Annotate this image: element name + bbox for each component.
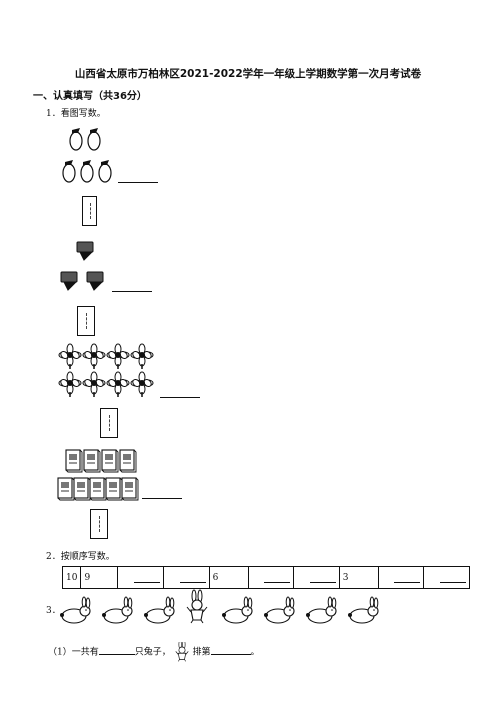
q3-middle: 只兔子， bbox=[134, 647, 171, 658]
answer-box-flowers[interactable] bbox=[100, 408, 118, 438]
seq-cell[interactable] bbox=[247, 566, 295, 589]
rabbit-row bbox=[59, 589, 379, 624]
question-2-label: 2．按顺序写数。 bbox=[46, 552, 115, 562]
seq-blank[interactable] bbox=[134, 572, 161, 583]
q3-rank: 排第 bbox=[192, 647, 211, 658]
question-1-label: 1．看图写数。 bbox=[46, 109, 106, 119]
answer-box-apples[interactable] bbox=[82, 196, 97, 226]
seq-cell: 6 bbox=[208, 566, 249, 589]
seq-blank[interactable] bbox=[394, 572, 421, 583]
answer-blank-rabbit-rank[interactable] bbox=[210, 645, 251, 655]
seq-cell: 10 bbox=[61, 566, 82, 589]
book-group bbox=[57, 449, 139, 501]
seq-cell[interactable] bbox=[423, 566, 470, 589]
seq-cell[interactable] bbox=[117, 566, 165, 589]
answer-blank-rabbit-count[interactable] bbox=[98, 645, 135, 655]
q3-end: 。 bbox=[250, 647, 260, 658]
seq-cell: 3 bbox=[338, 566, 379, 589]
seq-cell[interactable] bbox=[293, 566, 340, 589]
seq-cell[interactable] bbox=[163, 566, 210, 589]
seq-cell[interactable] bbox=[377, 566, 425, 589]
seq-cell: 9 bbox=[80, 566, 119, 589]
question-3-sub-1: （1）一共有 只兔子， 排第 。 bbox=[48, 640, 260, 662]
seq-blank[interactable] bbox=[440, 572, 466, 583]
answer-blank-apples[interactable] bbox=[118, 182, 158, 183]
answer-blank-flowers[interactable] bbox=[160, 397, 200, 398]
answer-box-calendars[interactable] bbox=[77, 306, 95, 336]
exam-title: 山西省太原市万柏林区2021-2022学年一年级上学期数学第一次月考试卷 bbox=[74, 68, 422, 80]
flower-group bbox=[58, 343, 154, 398]
standing-rabbit-icon bbox=[175, 640, 189, 662]
desk-calendar-group bbox=[60, 241, 104, 291]
answer-box-books[interactable] bbox=[90, 509, 108, 539]
q3-prefix: （1）一共有 bbox=[48, 647, 99, 658]
section-heading: 一、认真填写（共36分） bbox=[33, 91, 147, 102]
seq-blank[interactable] bbox=[309, 572, 336, 583]
answer-blank-calendars[interactable] bbox=[112, 291, 152, 292]
answer-blank-books[interactable] bbox=[142, 498, 182, 499]
seq-blank[interactable] bbox=[264, 572, 291, 583]
sequence-table: 10 9 6 3 bbox=[61, 566, 470, 589]
question-3-label: 3． bbox=[46, 606, 61, 616]
seq-blank[interactable] bbox=[179, 572, 206, 583]
apple-group bbox=[62, 128, 112, 183]
